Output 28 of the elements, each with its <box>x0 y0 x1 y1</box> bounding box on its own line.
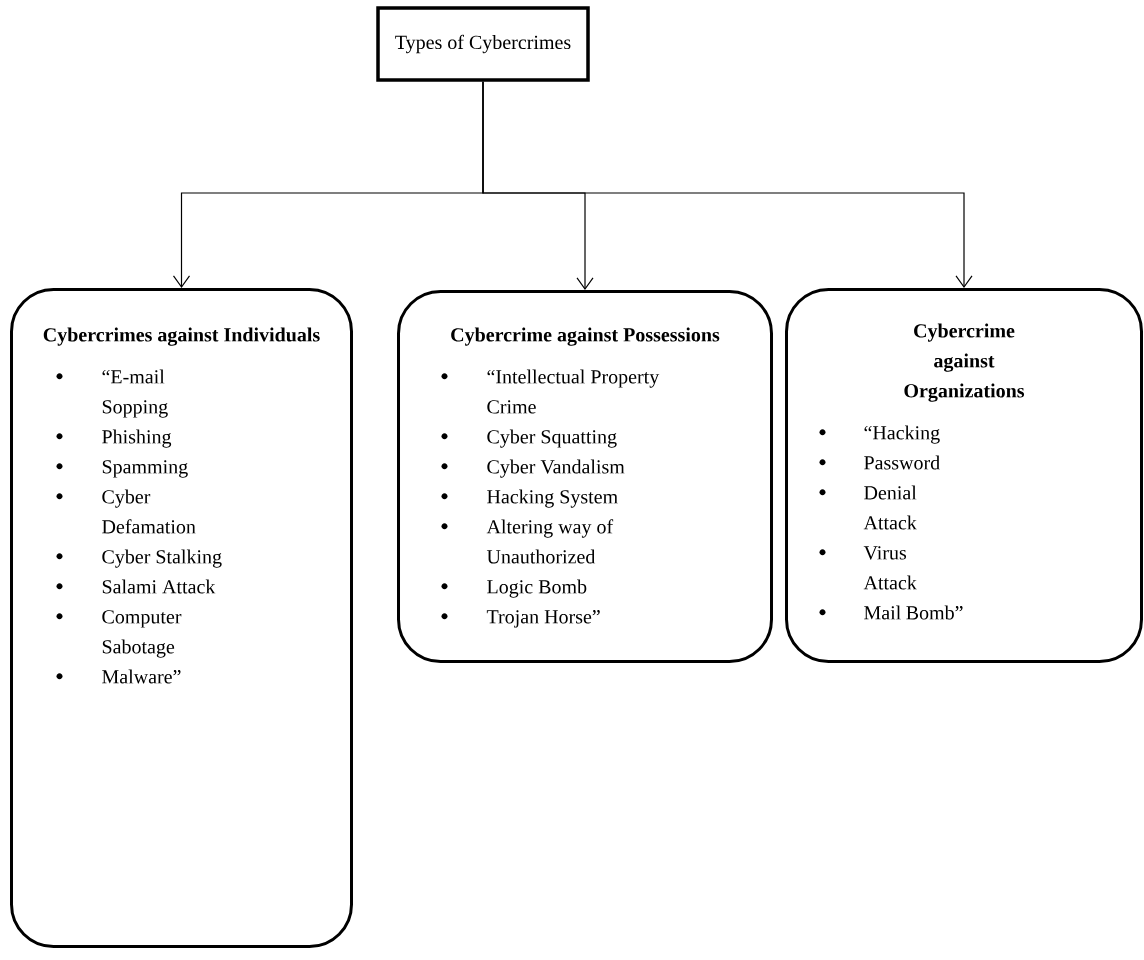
category-box <box>785 288 1143 663</box>
bullet-item: Computer Sabotage <box>56 610 182 658</box>
category-box <box>10 288 353 948</box>
bullet-item: Cyber Vandalism <box>441 459 625 478</box>
bullet-item: “E-mail Sopping <box>56 369 168 418</box>
arrow <box>482 81 973 288</box>
box-heading: Cybercrimes against Individuals <box>43 327 320 346</box>
box-heading: Cybercrime against Organizations <box>904 323 1025 402</box>
title-box: Types of Cybercrimes <box>376 6 590 82</box>
bullet-item: “Hacking <box>819 425 940 444</box>
bullet-item: Phishing <box>56 429 172 448</box>
bullet-item: Hacking System <box>441 489 618 508</box>
bullet-item: Spamming <box>56 460 188 478</box>
bullet-item: Salami Attack <box>56 579 216 594</box>
bullet-item: Altering way of Unauthorized <box>441 519 614 564</box>
category-box <box>397 290 773 663</box>
bullet-item: Virus Attack <box>819 546 917 590</box>
bullet-item: Cyber Stalking <box>56 549 222 568</box>
bullet-item: Denial Attack <box>819 485 917 530</box>
bullet-item: Cyber Squatting <box>441 429 617 448</box>
bullet-item: Cyber Defamation <box>56 489 196 534</box>
bullet-item: Mail Bomb” <box>819 605 963 620</box>
bullet-item: Malware” <box>56 669 181 684</box>
box-heading: Cybercrime against Possessions <box>451 327 720 346</box>
bullet-item: Trojan Horse” <box>441 610 600 628</box>
bullet-item: Password <box>819 455 940 470</box>
bullet-item: Logic Bomb <box>441 579 587 598</box>
bullet-item: “Intellectual Property Crime <box>441 369 660 414</box>
